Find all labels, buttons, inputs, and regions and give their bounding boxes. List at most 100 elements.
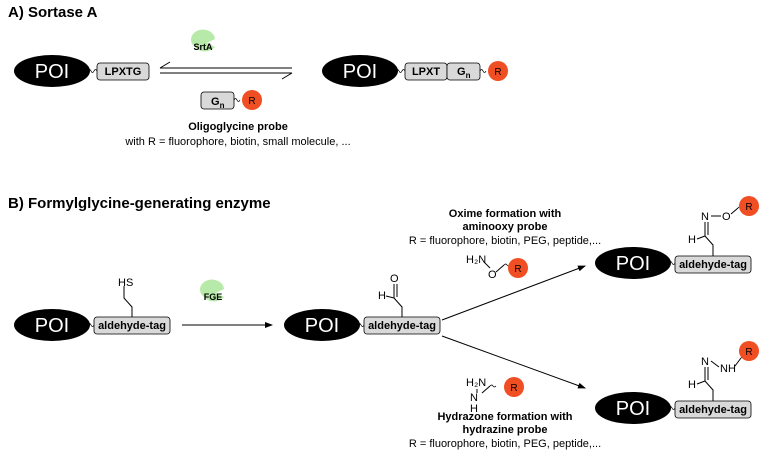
nh-h-label: H	[470, 403, 478, 415]
poi-label: POI	[305, 315, 339, 337]
linker-wave	[395, 69, 406, 73]
linker-wave	[87, 69, 98, 73]
n-c-bond	[481, 385, 491, 394]
gn-label: Gn	[211, 96, 225, 110]
gn-box	[200, 91, 235, 110]
sh-label: HS	[118, 277, 133, 289]
n-n-bond	[710, 360, 720, 368]
a-right-construct: POI LPXT Gn R	[322, 55, 508, 87]
srta-label: SrtA	[193, 42, 213, 52]
oxime-o: O	[722, 211, 731, 223]
poi-ellipse	[14, 55, 90, 87]
poi-label: POI	[343, 61, 377, 83]
poi-ellipse	[595, 247, 671, 279]
gn-box	[446, 62, 481, 81]
ch-bond	[696, 380, 706, 385]
hydrazone-title-line2: hydrazine probe	[463, 424, 548, 436]
section-b-header: B) Formylglycine-generating enzyme	[8, 195, 271, 212]
n-c-bond	[734, 357, 742, 367]
chain	[704, 235, 714, 256]
r-label: R	[745, 347, 752, 358]
h2n-label: H₂N	[466, 254, 486, 266]
poi-ellipse	[595, 392, 671, 424]
r-group-circle	[739, 341, 759, 361]
h2n-label: H₂N	[466, 377, 486, 389]
oxime-title-line1: Oxime formation with	[449, 208, 562, 220]
aldehyde-h: H	[378, 290, 386, 302]
linker-wave	[87, 323, 95, 327]
hydrazone-title-line1: Hydrazone formation with	[437, 411, 572, 423]
oligoglycine-title: Oligoglycine probe	[188, 121, 288, 133]
hydrazine-probe: H₂N N H R	[466, 377, 524, 415]
poi-label: POI	[35, 315, 69, 337]
r-label: R	[745, 202, 752, 213]
ch-bond	[696, 235, 706, 240]
r-group-circle	[508, 258, 528, 278]
aldehyde-tag-label: aldehyde-tag	[679, 259, 747, 271]
o-label: O	[488, 269, 497, 281]
aldehyde-tag-label: aldehyde-tag	[679, 404, 747, 416]
hydrazone-h: H	[688, 379, 696, 391]
aminooxy-probe: H₂N O R	[466, 254, 528, 281]
probe-linker-wave	[479, 69, 487, 73]
reverse-arrow-half-head	[281, 72, 293, 80]
hydrazone-n: N	[701, 356, 709, 368]
gn-label: Gn	[457, 66, 471, 80]
b-aldehyde-construct: POI aldehyde-tag H O	[284, 273, 441, 341]
probe-linker-wave	[489, 384, 497, 388]
aldehyde-tag-label: aldehyde-tag	[368, 320, 436, 332]
linker-wave	[357, 323, 365, 327]
r-label: R	[248, 96, 255, 107]
poi-label: POI	[616, 253, 650, 275]
a-gn-probe: Gn R	[200, 90, 262, 110]
oxime-n: N	[701, 211, 709, 223]
r-group-circle	[488, 61, 508, 81]
r-group-circle	[739, 196, 759, 216]
fge-enzyme-shape	[200, 279, 224, 302]
oxime-product: POI aldehyde-tag H N O R	[595, 196, 759, 279]
r-label: R	[514, 264, 521, 275]
poi-ellipse	[14, 309, 90, 341]
oxime-desc: R = fluorophore, biotin, PEG, peptide,..…	[409, 235, 601, 247]
b-start-construct: POI aldehyde-tag HS	[14, 277, 171, 341]
hydrazone-arrow	[441, 335, 586, 389]
oligoglycine-desc: with R = fluorophore, biotin, small mole…	[124, 136, 350, 148]
oxime-title-line2: aminooxy probe	[463, 221, 548, 233]
n-o-bond	[483, 261, 491, 269]
poi-label: POI	[616, 398, 650, 420]
aldehyde-chain	[393, 297, 403, 317]
oxime-h: H	[688, 234, 696, 246]
srta-enzyme-shape	[191, 29, 215, 52]
lpxtg-tag	[96, 62, 150, 81]
cysteine-bonds	[123, 286, 133, 317]
fge-label: FGE	[204, 292, 223, 302]
a-equilibrium-arrow: SrtA	[159, 29, 293, 80]
aldehyde-ch-bond	[385, 295, 395, 299]
linker-wave	[668, 406, 676, 410]
hydrazone-product: POI aldehyde-tag H N NH R	[595, 341, 759, 424]
hydrazone-desc: R = fluorophore, biotin, PEG, peptide,..…	[409, 438, 601, 450]
a-left-construct: POI LPXTG	[14, 55, 150, 87]
aldehyde-o: O	[390, 273, 399, 285]
oxime-arrow	[441, 265, 586, 321]
forward-arrow-half-head	[159, 61, 171, 69]
poi-ellipse	[284, 309, 360, 341]
nh-n-label: N	[470, 392, 478, 404]
lpxtg-label: LPXTG	[105, 66, 142, 78]
poi-ellipse	[322, 55, 398, 87]
section-a-header: A) Sortase A	[8, 4, 98, 21]
linker-wave	[668, 261, 676, 265]
r-label: R	[494, 67, 501, 78]
aldehyde-tag-label: aldehyde-tag	[98, 320, 166, 332]
probe-linker-wave	[233, 98, 241, 102]
o-c-bond	[495, 264, 505, 273]
r-label: R	[510, 383, 517, 394]
poi-label: POI	[35, 61, 69, 83]
lpxt-label: LPXT	[412, 66, 440, 78]
b-fge-arrow: FGE	[182, 279, 273, 328]
hydrazone-nh: NH	[720, 363, 736, 375]
r-group-circle	[504, 377, 524, 397]
o-c-bond	[730, 207, 739, 215]
r-group-circle	[242, 90, 262, 110]
